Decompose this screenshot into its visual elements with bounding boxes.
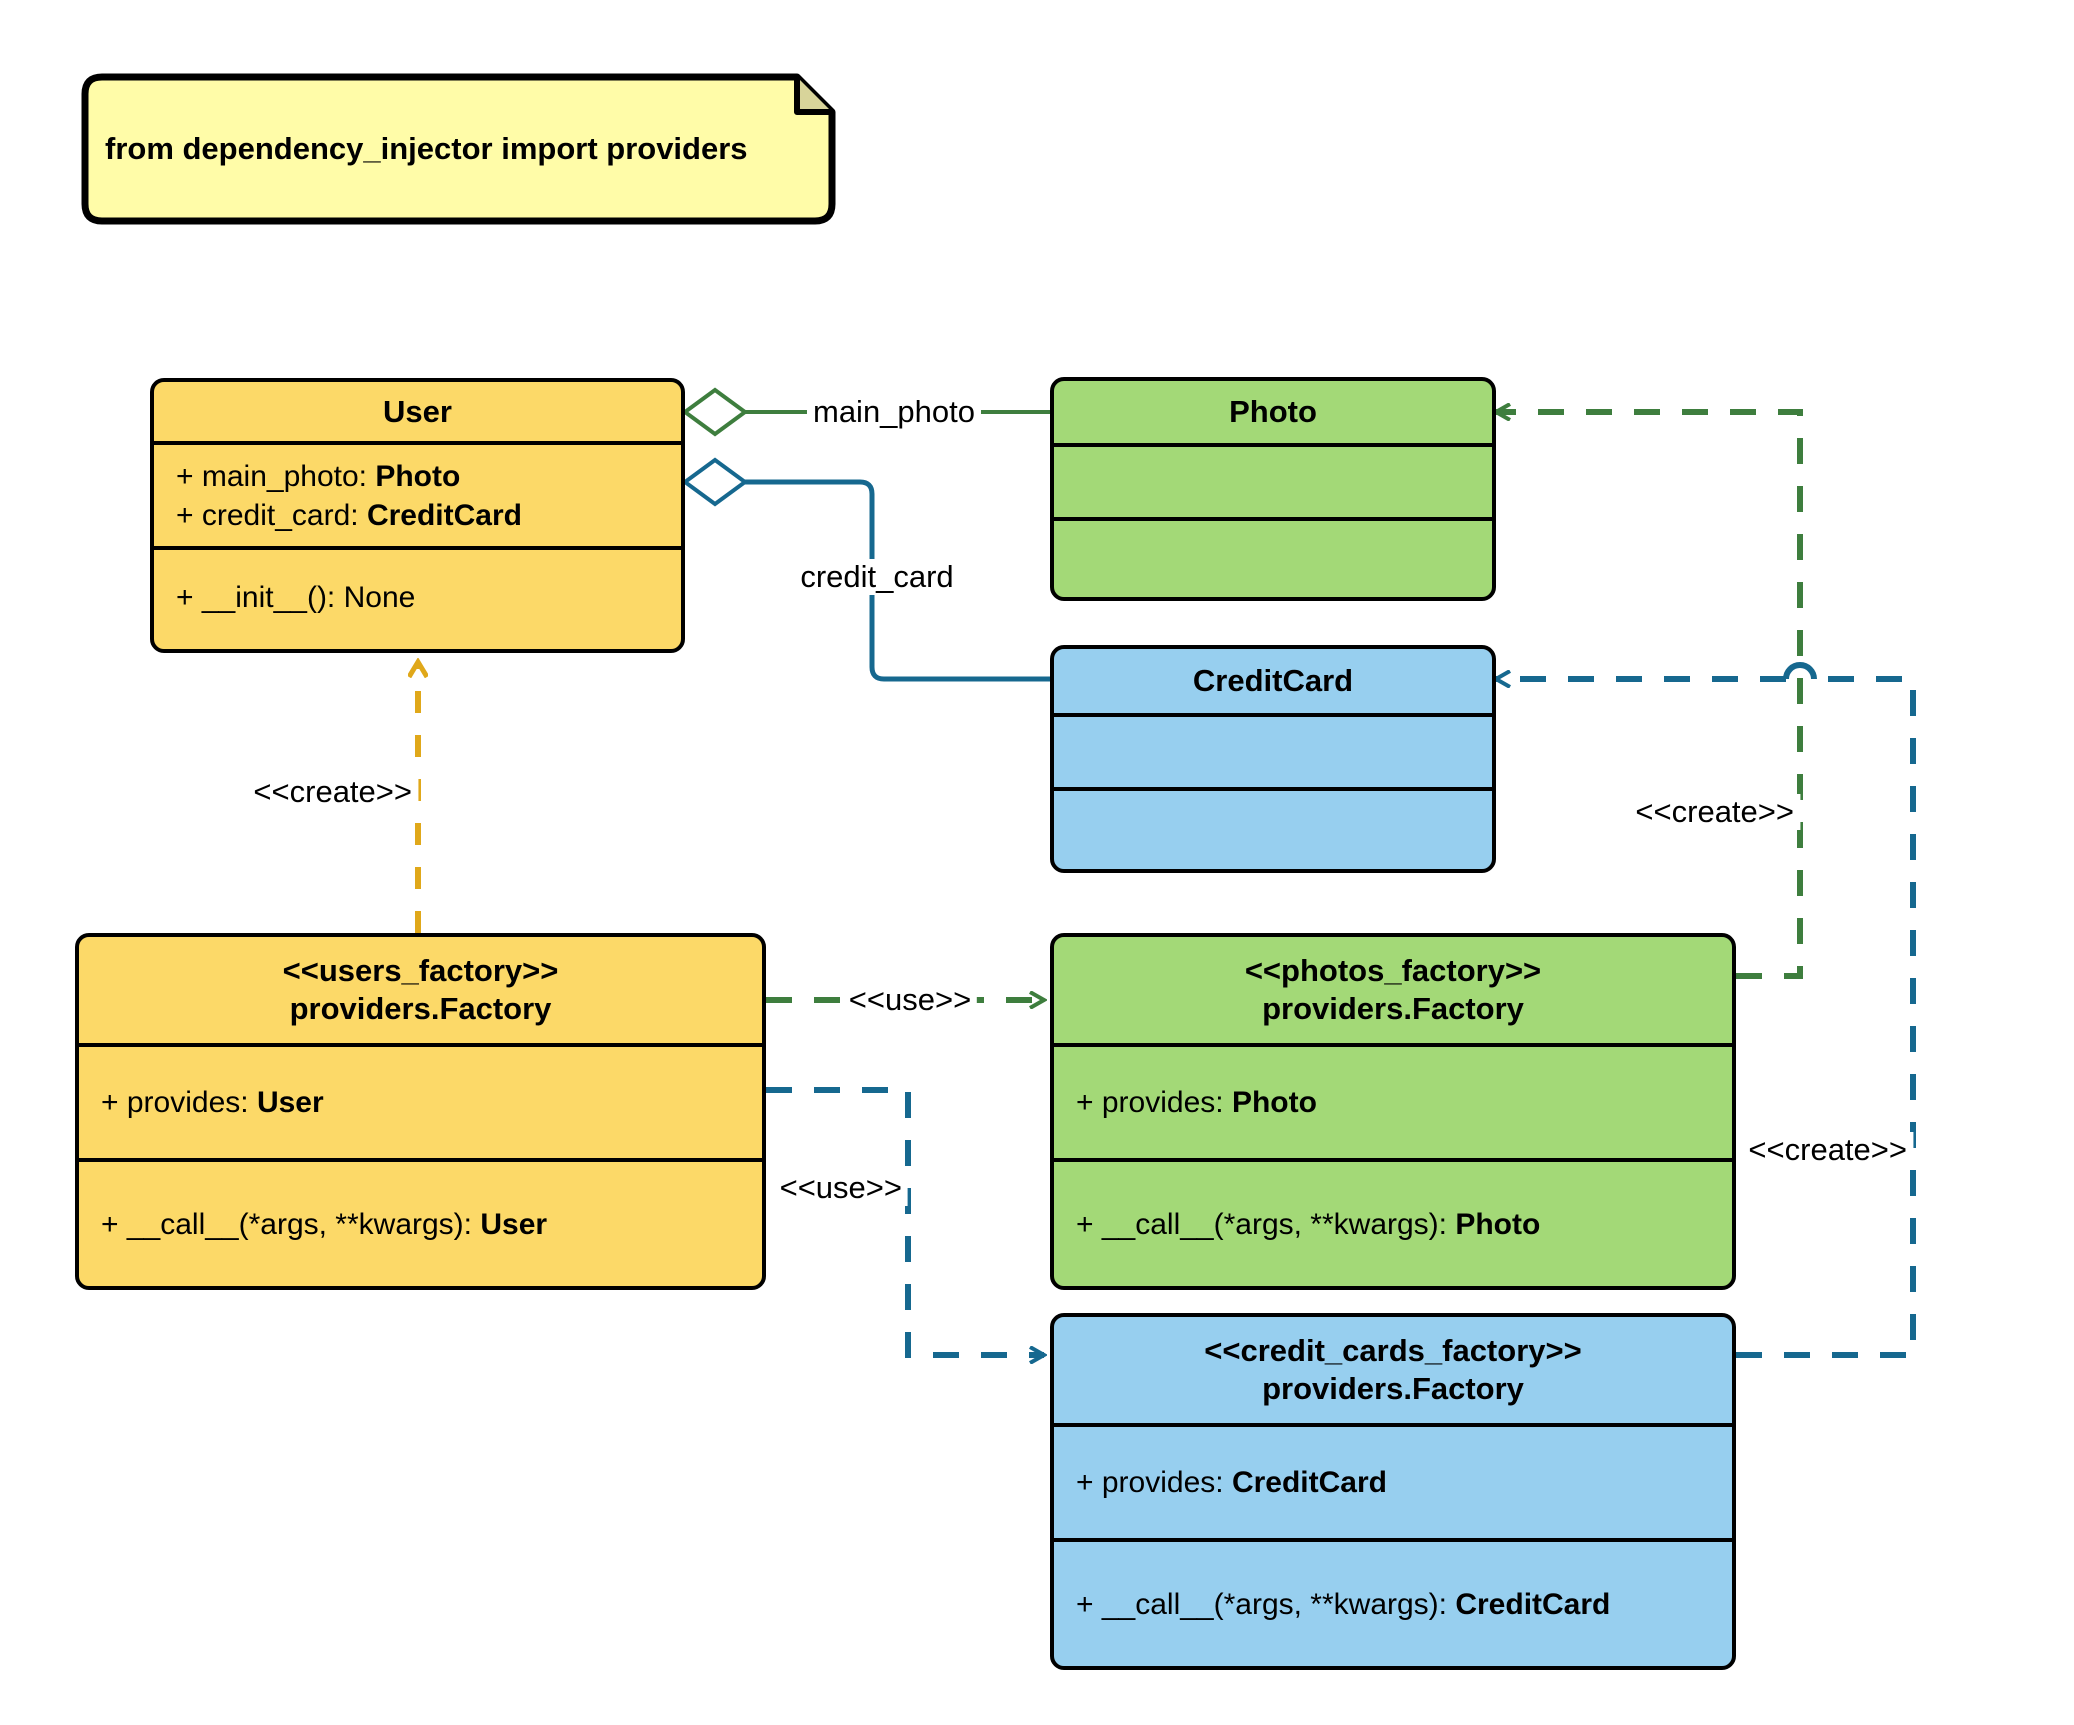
class-users-factory-method: + __call__(*args, **kwargs): User <box>101 1207 548 1241</box>
class-photos-factory-title-section: <<photos_factory>> providers.Factory <box>1054 937 1732 1047</box>
edge-label-create-credit-card: <<create>> <box>1742 1132 1913 1168</box>
edge-label-credit-card: credit_card <box>794 559 960 595</box>
edge-label-main-photo: main_photo <box>806 394 982 430</box>
edge-label-use-credit-cards-factory: <<use>> <box>773 1170 908 1206</box>
class-user-title: User <box>383 393 452 429</box>
class-user-title-section: User <box>154 382 681 445</box>
note-text: from dependency_injector import provider… <box>105 131 748 166</box>
class-users-factory-attribute: + provides: User <box>101 1086 324 1119</box>
class-user-attributes-section: + main_photo: Photo + credit_card: Credi… <box>154 445 681 550</box>
class-box-user[interactable]: User + main_photo: Photo + credit_card: … <box>150 378 685 653</box>
class-photos-factory-title: <<photos_factory>> providers.Factory <box>1244 953 1542 1026</box>
class-photo-methods-section <box>1054 521 1492 597</box>
class-photos-factory-attribute: + provides: Photo <box>1076 1086 1317 1119</box>
class-user-attribute: + credit_card: CreditCard <box>176 498 522 532</box>
edge-label-create-user: <<create>> <box>247 774 418 810</box>
class-users-factory-attributes-section: + provides: User <box>79 1047 762 1162</box>
note-shape-icon <box>81 73 836 225</box>
edge-photos-factory-creates-photo <box>1496 412 1803 979</box>
class-box-photos-factory[interactable]: <<photos_factory>> providers.Factory + p… <box>1050 933 1736 1290</box>
class-box-credit-cards-factory[interactable]: <<credit_cards_factory>> providers.Facto… <box>1050 1313 1736 1670</box>
class-credit-cards-factory-title-section: <<credit_cards_factory>> providers.Facto… <box>1054 1317 1732 1427</box>
class-photos-factory-methods-section: + __call__(*args, **kwargs): Photo <box>1054 1162 1732 1286</box>
edge-label-create-photo: <<create>> <box>1629 794 1800 830</box>
class-photos-factory-method: + __call__(*args, **kwargs): Photo <box>1076 1207 1541 1241</box>
class-box-credit-card[interactable]: CreditCard <box>1050 645 1496 873</box>
class-users-factory-title: <<users_factory>> providers.Factory <box>282 953 559 1026</box>
class-photo-title-section: Photo <box>1054 381 1492 447</box>
class-box-users-factory[interactable]: <<users_factory>> providers.Factory + pr… <box>75 933 766 1290</box>
class-users-factory-title-section: <<users_factory>> providers.Factory <box>79 937 762 1047</box>
class-users-factory-methods-section: + __call__(*args, **kwargs): User <box>79 1162 762 1286</box>
class-credit-cards-factory-attributes-section: + provides: CreditCard <box>1054 1427 1732 1542</box>
class-credit-cards-factory-attribute: + provides: CreditCard <box>1076 1466 1387 1499</box>
note-import-statement: from dependency_injector import provider… <box>75 72 837 226</box>
class-credit-cards-factory-title: <<credit_cards_factory>> providers.Facto… <box>1204 1333 1582 1406</box>
class-credit-card-title: CreditCard <box>1192 663 1354 699</box>
class-credit-card-title-section: CreditCard <box>1054 649 1492 717</box>
class-photo-title: Photo <box>1229 394 1317 430</box>
class-user-methods-section: + __init__(): None <box>154 550 681 645</box>
class-photo-attributes-section <box>1054 447 1492 521</box>
aggregation-diamond-credit-card <box>681 457 749 507</box>
aggregation-diamond-main-photo <box>681 387 749 437</box>
class-credit-card-attributes-section <box>1054 717 1492 791</box>
class-credit-cards-factory-method: + __call__(*args, **kwargs): CreditCard <box>1076 1587 1611 1621</box>
class-credit-cards-factory-methods-section: + __call__(*args, **kwargs): CreditCard <box>1054 1542 1732 1666</box>
class-credit-card-methods-section <box>1054 791 1492 869</box>
edge-label-use-photos-factory: <<use>> <box>842 982 978 1018</box>
class-box-photo[interactable]: Photo <box>1050 377 1496 601</box>
class-user-method: + __init__(): None <box>176 581 416 614</box>
class-user-attribute: + main_photo: Photo <box>176 459 461 493</box>
class-photos-factory-attributes-section: + provides: Photo <box>1054 1047 1732 1162</box>
edge-users-factory-uses-credit-cards-factory <box>766 1087 1044 1355</box>
